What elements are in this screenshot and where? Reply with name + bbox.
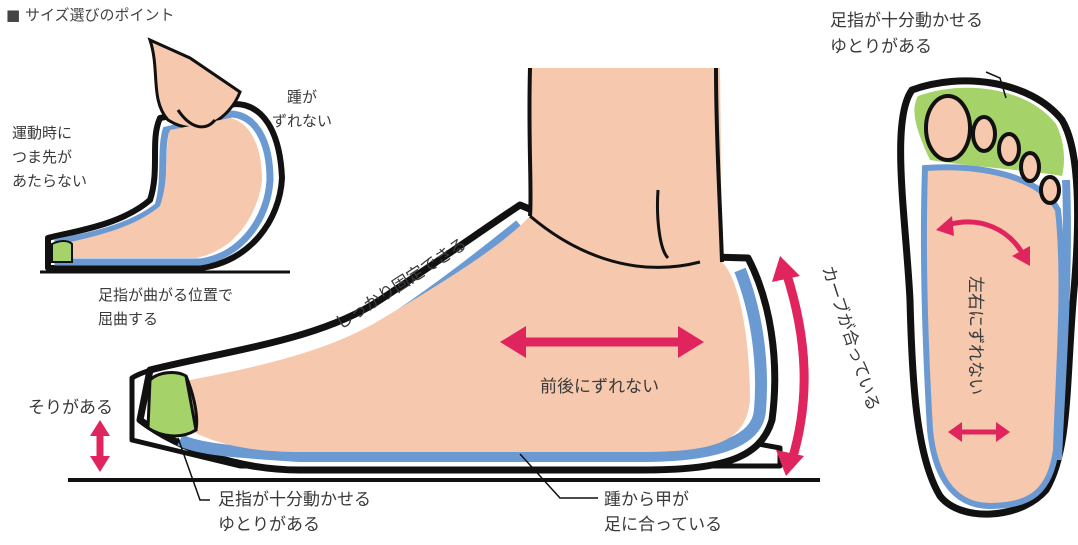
curve-label: カーブが合っている xyxy=(817,263,884,413)
heading-text: ■ サイズ選びのポイント xyxy=(6,6,175,24)
small-heel-label-2: ずれない xyxy=(272,112,332,130)
arch-label: そりがある xyxy=(28,398,113,418)
small-flex-label-1: 足指が曲がる位置で xyxy=(98,286,233,304)
sole-side-label: 左右にずれない xyxy=(965,276,985,395)
arch-arrow xyxy=(90,420,110,472)
small-toe-label-2: つま先が xyxy=(12,148,72,166)
heel-fit-label-1: 踵から甲が xyxy=(604,490,689,510)
toe-room-label-1: 足指が十分動かせる xyxy=(218,490,371,510)
small-heel-label-1: 踵が xyxy=(287,88,317,106)
sole-toe-room-label-1: 足指が十分動かせる xyxy=(830,11,983,31)
small-toe-label-3: あたらない xyxy=(12,172,87,190)
toe-room-label-2: ゆとりがある xyxy=(218,515,320,535)
small-foot-illustration xyxy=(40,40,290,272)
sole-view-illustration xyxy=(901,81,1078,514)
slide-label: 前後にずれない xyxy=(540,377,659,397)
heel-fit-label-2: 足に合っている xyxy=(604,515,722,535)
small-toe-label-1: 運動時に xyxy=(12,124,72,142)
small-flex-label-2: 屈曲する xyxy=(98,310,158,328)
sole-toe-room-label-2: ゆとりがある xyxy=(830,37,932,57)
